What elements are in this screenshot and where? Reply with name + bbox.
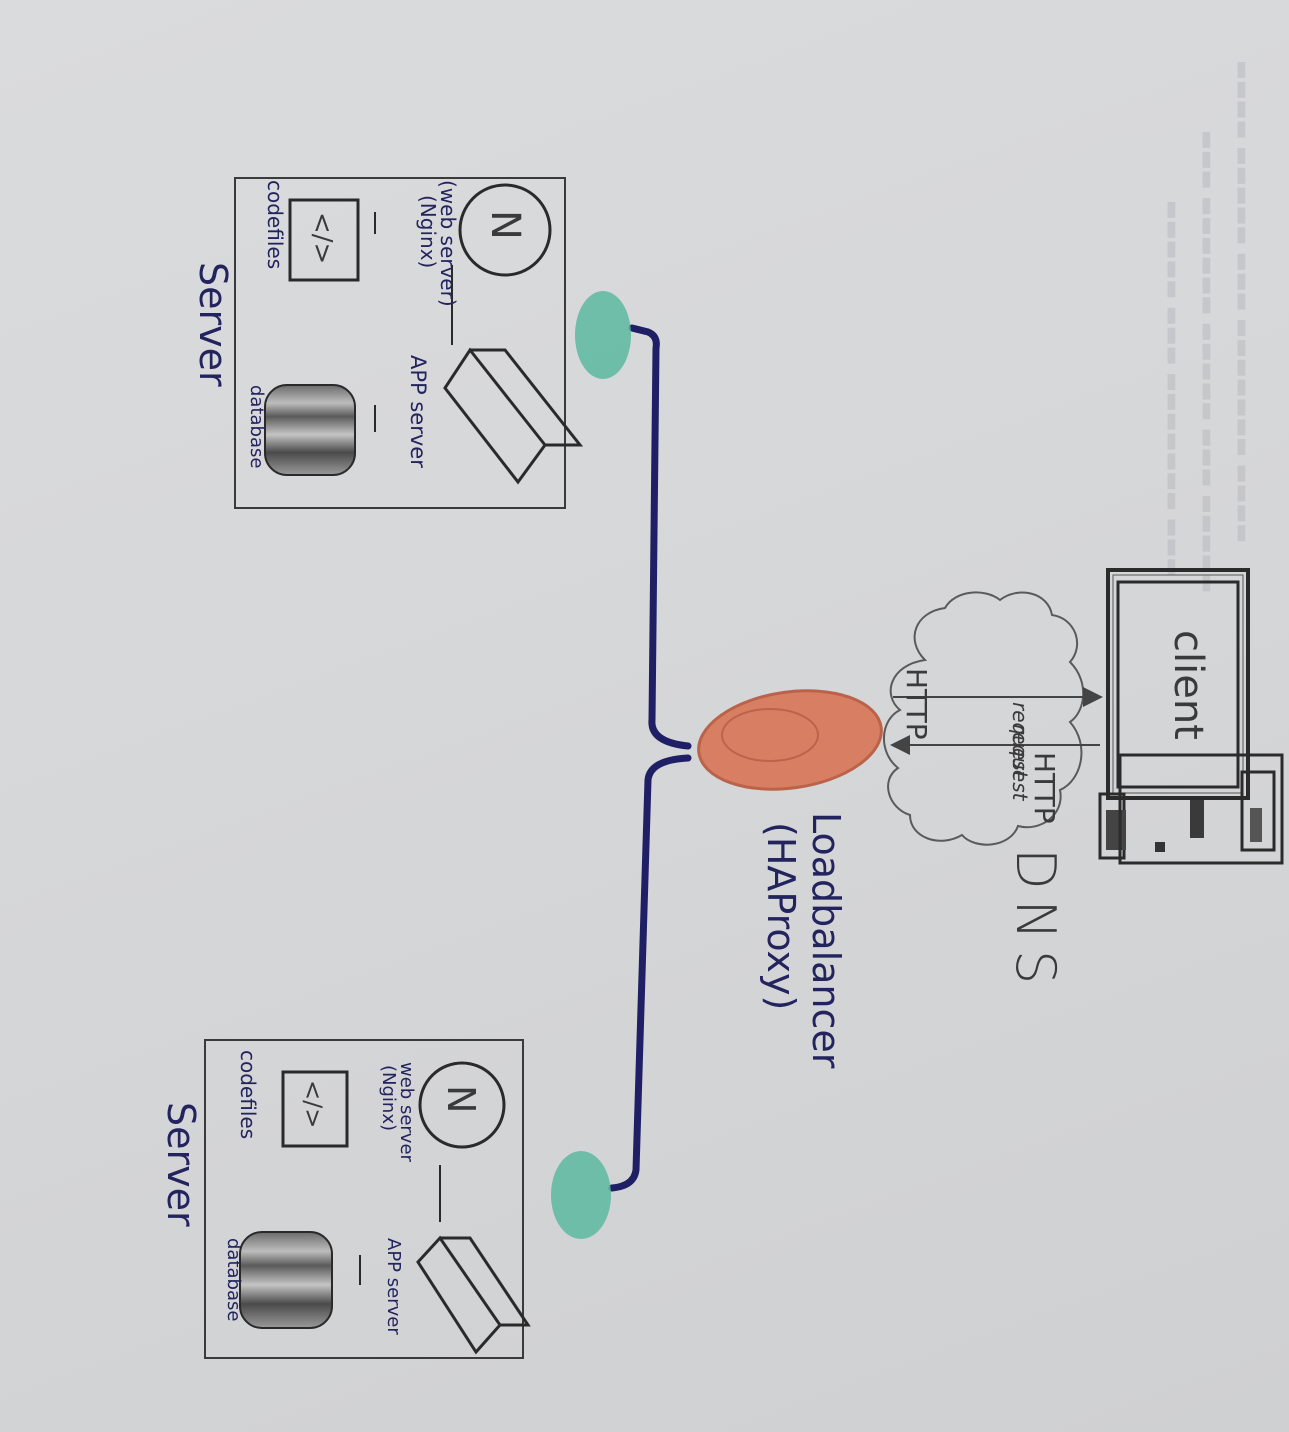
web-server-sublabel: (Nginx) bbox=[378, 1065, 399, 1131]
web-server-sublabel: (Nginx) bbox=[416, 195, 440, 269]
load-balancer-sublabel: (HAProxy) bbox=[759, 822, 803, 1011]
code-files-label: codefiles bbox=[263, 180, 287, 270]
server-node-top bbox=[575, 291, 631, 379]
dns-label: DNS bbox=[1004, 848, 1067, 995]
client-computer bbox=[1098, 568, 1284, 865]
http-label-bottom: HTTP bbox=[1028, 752, 1061, 824]
nginx-icon bbox=[458, 183, 552, 277]
code-files-label: codefiles bbox=[236, 1050, 260, 1140]
server-box-1 bbox=[234, 177, 566, 509]
database-label: database bbox=[246, 385, 267, 469]
app-server-icon bbox=[443, 347, 584, 485]
dns-cloud bbox=[883, 591, 1085, 846]
code-file-icon bbox=[281, 1070, 349, 1148]
nginx-letter: N bbox=[482, 210, 528, 240]
client-label: client bbox=[1165, 630, 1211, 740]
server-node-bottom bbox=[551, 1151, 611, 1239]
code-file-icon bbox=[288, 198, 360, 282]
connector-bracket bbox=[608, 324, 692, 1192]
database-label: database bbox=[223, 1238, 244, 1322]
database-icon bbox=[264, 384, 356, 476]
code-symbol: </> bbox=[299, 1080, 327, 1129]
request-label-2: request bbox=[1008, 724, 1032, 801]
app-server-label: APP server bbox=[383, 1238, 404, 1335]
nginx-icon bbox=[418, 1061, 506, 1149]
load-balancer-node bbox=[697, 689, 883, 791]
server-title: Server bbox=[191, 262, 235, 387]
nginx-letter: N bbox=[439, 1085, 483, 1114]
web-server-label: (web server) bbox=[436, 180, 460, 307]
app-server-label: APP server bbox=[406, 355, 430, 468]
web-server-label: web server bbox=[396, 1062, 417, 1162]
load-balancer-label: Loadbalancer bbox=[804, 812, 848, 1069]
code-symbol: </> bbox=[307, 212, 337, 265]
http-label-top-rot: HTTP bbox=[900, 668, 933, 740]
server-title: Server bbox=[159, 1102, 203, 1227]
database-icon bbox=[239, 1231, 333, 1329]
app-server-icon bbox=[416, 1235, 531, 1355]
server-box-2 bbox=[204, 1039, 524, 1359]
